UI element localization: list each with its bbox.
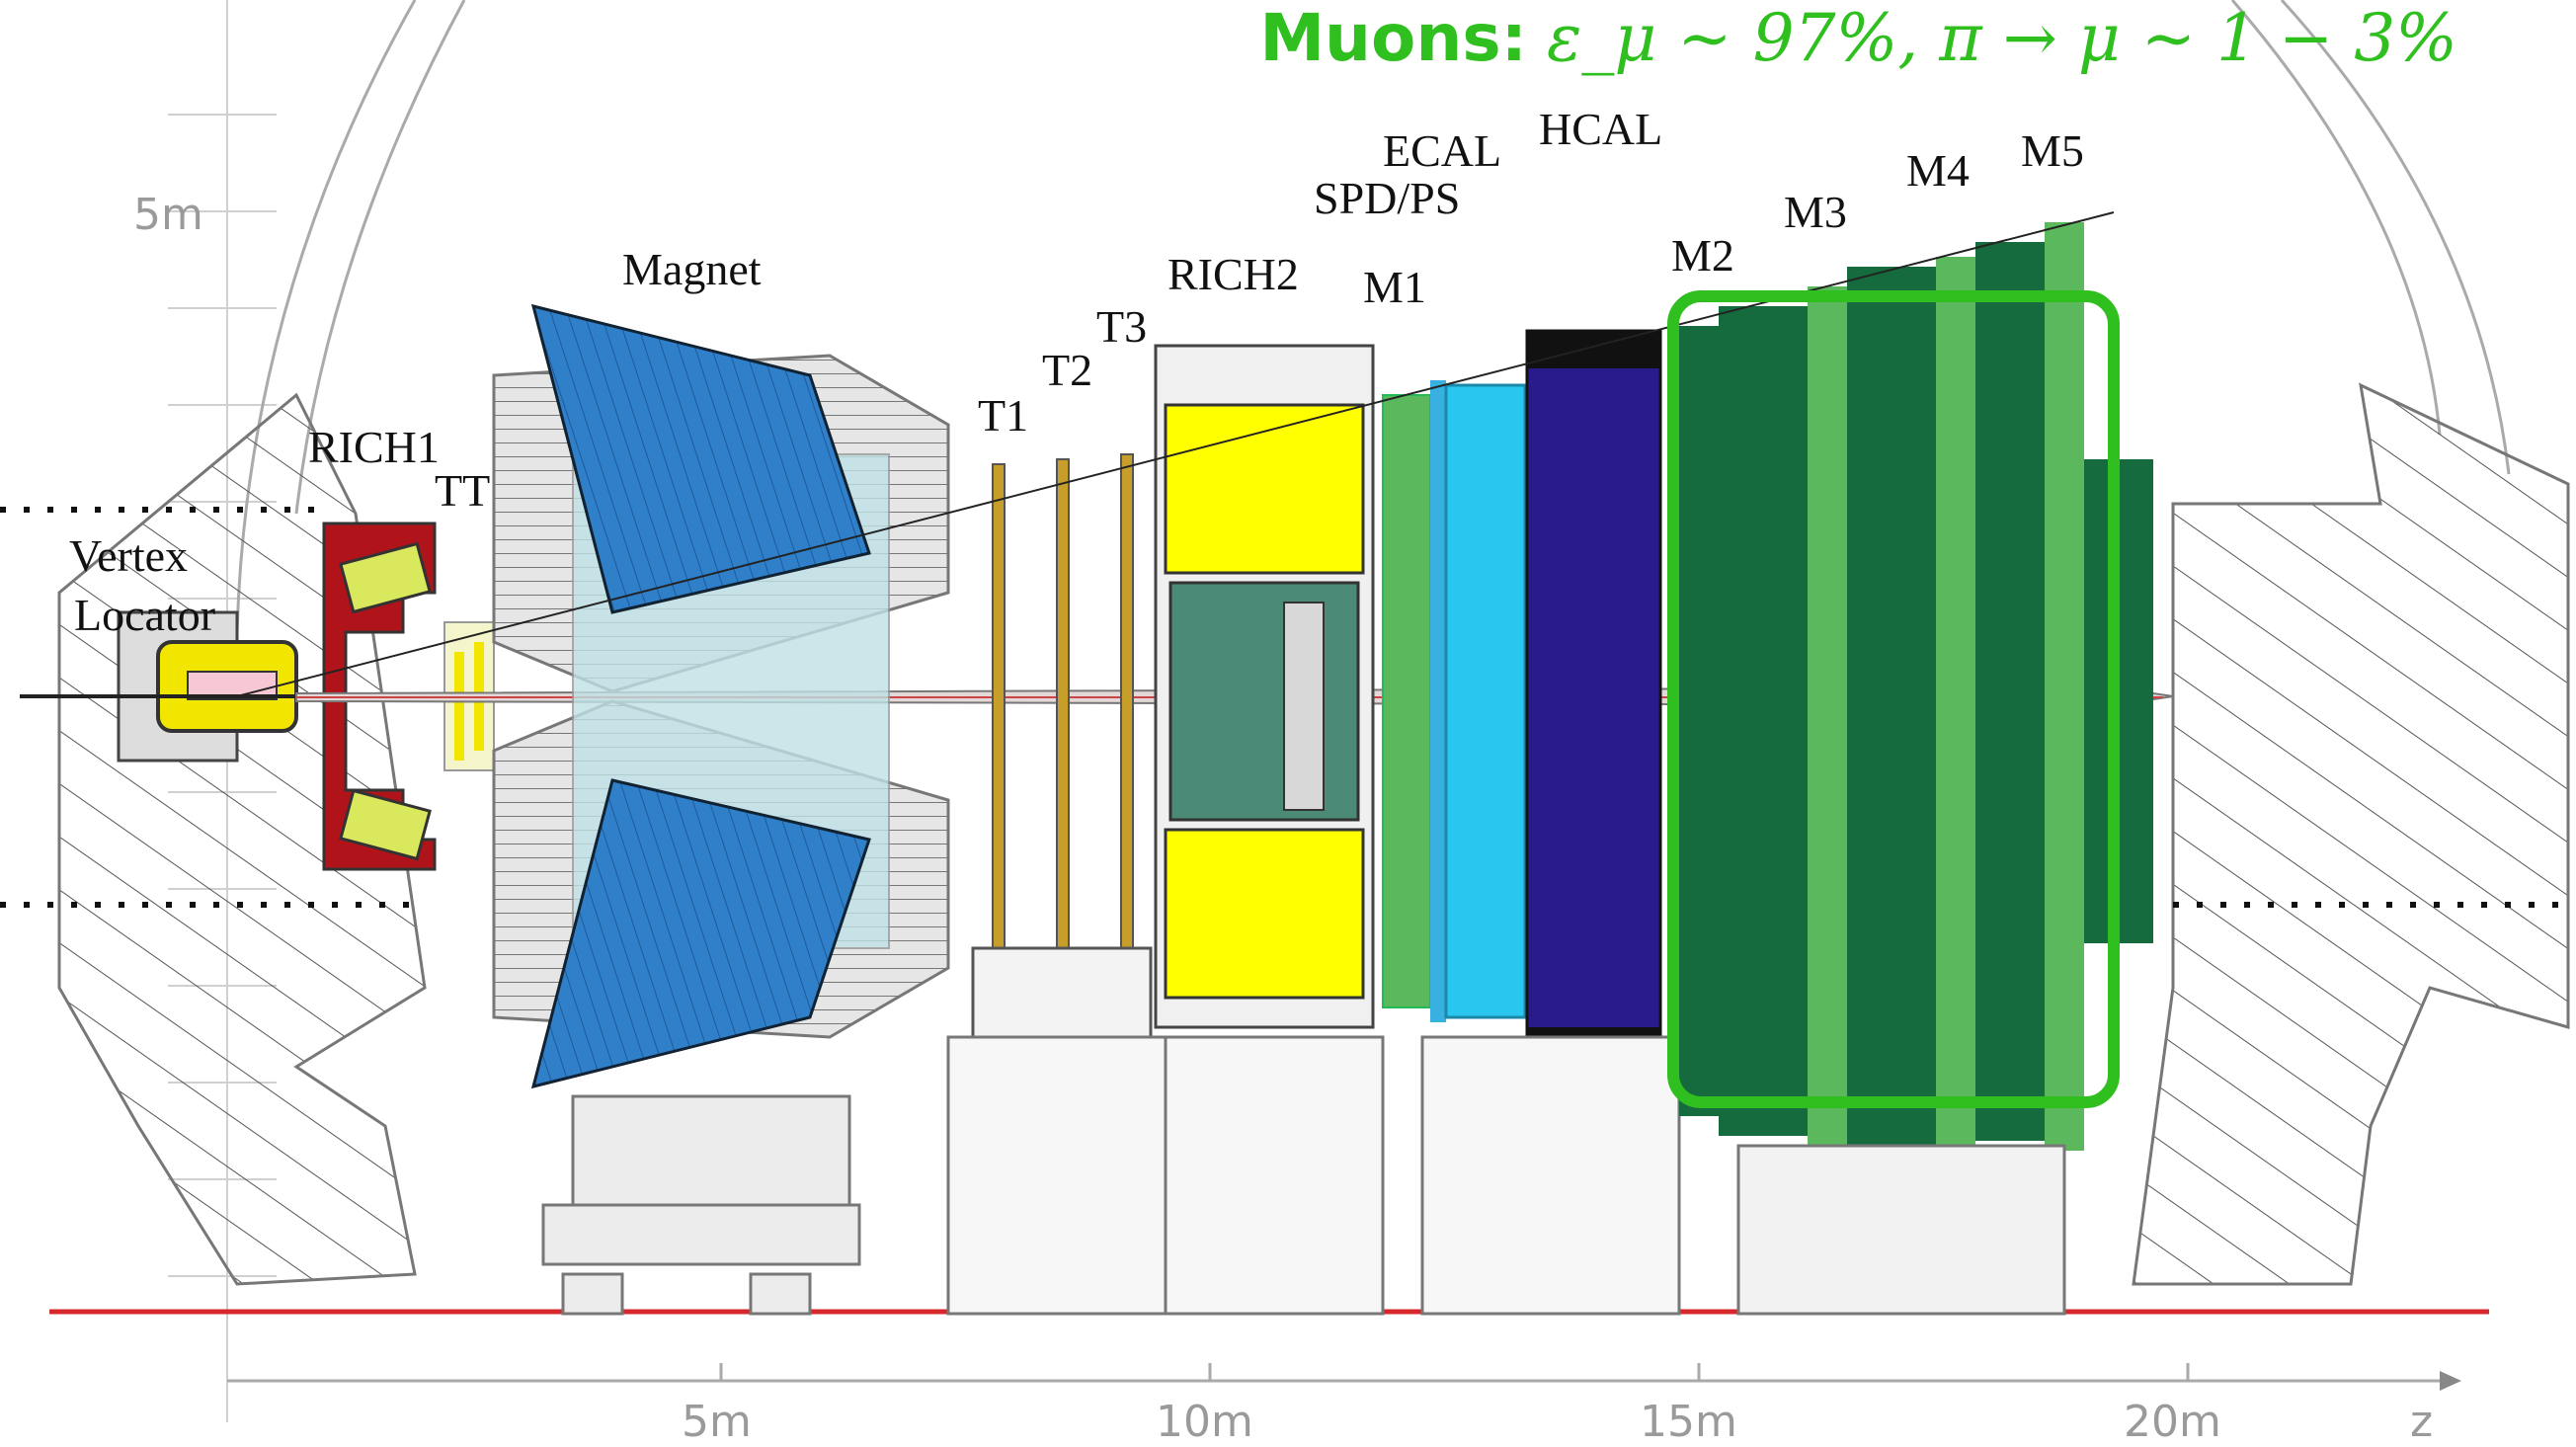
label-hcal: HCAL bbox=[1539, 104, 1663, 154]
title-formula: ε_μ ∼ 97%, π → μ ∼ 1 − 3% bbox=[1547, 0, 2457, 76]
right-shielding bbox=[2132, 382, 2570, 1286]
rich1 bbox=[322, 522, 437, 871]
calorimeters bbox=[1382, 329, 1681, 1316]
rich2 bbox=[1154, 344, 1385, 1316]
label-ecal: ECAL bbox=[1383, 125, 1502, 176]
label-m1: M1 bbox=[1363, 262, 1426, 312]
label-rich1: RICH1 bbox=[308, 422, 440, 472]
magnet-support bbox=[541, 1094, 861, 1316]
label-m2: M2 bbox=[1671, 230, 1734, 281]
label-vertex: Vertex bbox=[69, 530, 189, 581]
z-axis-label: z bbox=[2410, 1397, 2434, 1447]
muon-stations bbox=[1679, 222, 2153, 1316]
label-spd-ps: SPD/PS bbox=[1314, 173, 1461, 223]
magnet-yoke bbox=[530, 303, 871, 1089]
label-m5: M5 bbox=[2021, 125, 2084, 176]
y-tick-5m: 5m bbox=[133, 190, 203, 240]
label-magnet: Magnet bbox=[622, 244, 762, 294]
label-t1: T1 bbox=[978, 390, 1029, 441]
label-t3: T3 bbox=[1096, 301, 1148, 352]
title-prefix: Muons: bbox=[1259, 0, 1528, 76]
x-tick-20m: 20m bbox=[2124, 1397, 2221, 1447]
label-m3: M3 bbox=[1784, 187, 1847, 237]
x-tick-10m: 10m bbox=[1156, 1397, 1253, 1447]
label-locator: Locator bbox=[74, 590, 216, 640]
label-rich2: RICH2 bbox=[1167, 249, 1299, 299]
muon-performance-title: Muons:ε_μ ∼ 97%, π → μ ∼ 1 − 3% bbox=[1259, 6, 2457, 71]
label-t2: T2 bbox=[1042, 345, 1093, 395]
muon-highlight-box bbox=[1667, 290, 2120, 1108]
label-tt: TT bbox=[435, 465, 491, 516]
tracking-stations bbox=[946, 453, 1167, 1316]
z-axis bbox=[227, 1363, 2461, 1391]
label-m4: M4 bbox=[1906, 145, 1970, 196]
x-tick-5m: 5m bbox=[682, 1397, 752, 1447]
x-tick-15m: 15m bbox=[1640, 1397, 1737, 1447]
vertex-locator bbox=[20, 610, 316, 763]
